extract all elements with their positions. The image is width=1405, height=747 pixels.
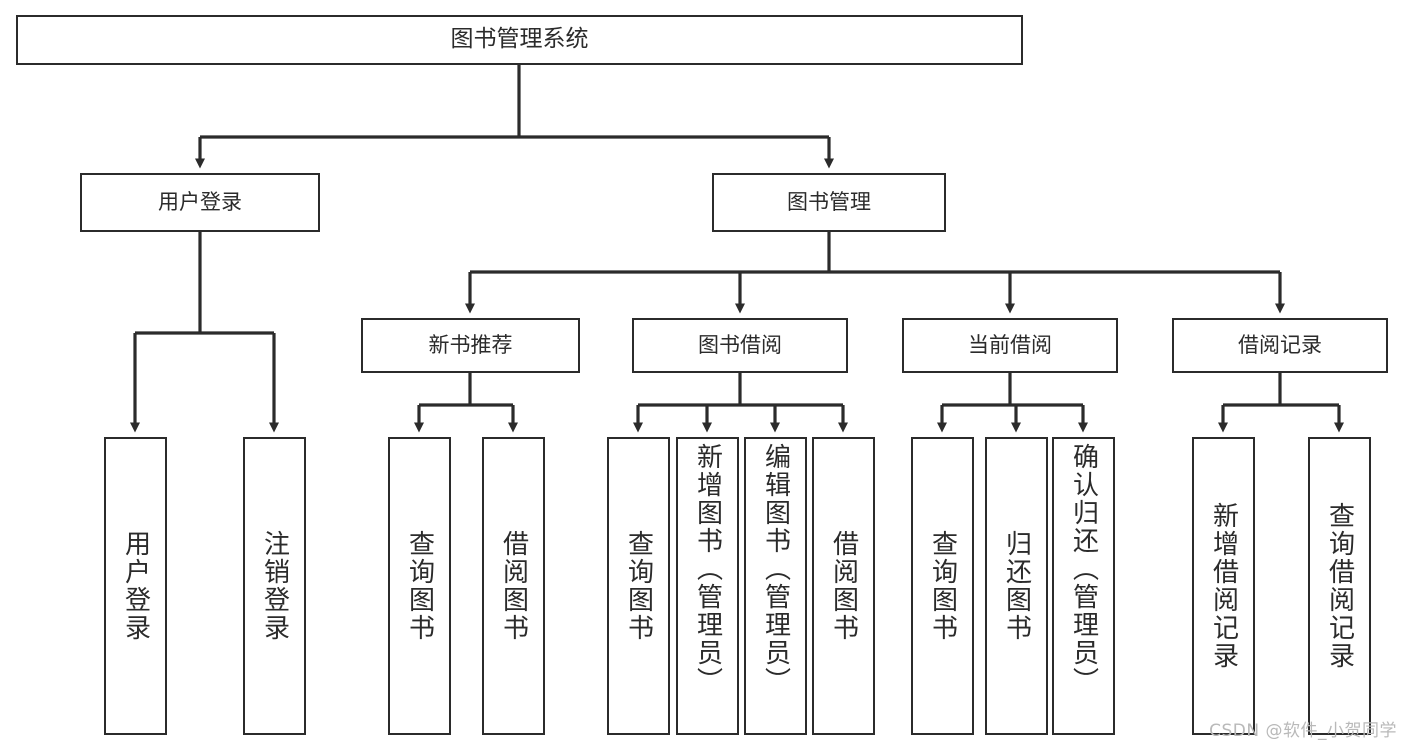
node-borrow-records-label: 借阅记录 [1238,332,1322,357]
node-current-borrow-label: 当前借阅 [968,332,1052,357]
node-leaf-label: 查询图书 [404,530,435,642]
node-leaf-label: 新增图书（管理员） [692,443,723,695]
node-book-management-label: 图书管理 [787,189,871,214]
node-leaf-label: 查询借阅记录 [1324,502,1355,670]
node-leaf-label: 用户登录 [120,530,151,642]
node-leaf-query-book-current[interactable]: 查询图书 [911,437,974,735]
node-leaf-borrow-book-new[interactable]: 借阅图书 [482,437,545,735]
node-book-borrow-label: 图书借阅 [698,332,782,357]
node-leaf-label: 查询图书 [927,530,958,642]
node-leaf-label: 新增借阅记录 [1208,502,1239,670]
node-leaf-logout[interactable]: 注销登录 [243,437,306,735]
node-leaf-add-book-admin[interactable]: 新增图书（管理员） [676,437,739,735]
node-leaf-label: 归还图书 [1001,530,1032,642]
node-book-borrow[interactable]: 图书借阅 [632,318,848,373]
node-leaf-label: 确认归还（管理员） [1068,443,1099,695]
node-borrow-records[interactable]: 借阅记录 [1172,318,1388,373]
node-leaf-user-login[interactable]: 用户登录 [104,437,167,735]
node-leaf-confirm-return-admin[interactable]: 确认归还（管理员） [1052,437,1115,735]
node-new-book-recommend-label: 新书推荐 [428,332,513,357]
node-user-login[interactable]: 用户登录 [80,173,320,232]
node-leaf-add-borrow-record[interactable]: 新增借阅记录 [1192,437,1255,735]
node-book-management[interactable]: 图书管理 [712,173,946,232]
node-leaf-label: 借阅图书 [828,530,859,642]
node-leaf-label: 编辑图书（管理员） [760,443,791,695]
node-new-book-recommend[interactable]: 新书推荐 [361,318,580,373]
node-leaf-query-borrow-record[interactable]: 查询借阅记录 [1308,437,1371,735]
node-leaf-label: 注销登录 [259,530,290,642]
node-leaf-label: 查询图书 [623,530,654,642]
node-leaf-edit-book-admin[interactable]: 编辑图书（管理员） [744,437,807,735]
node-leaf-label: 借阅图书 [498,530,529,642]
node-leaf-query-book-borrow[interactable]: 查询图书 [607,437,670,735]
node-current-borrow[interactable]: 当前借阅 [902,318,1118,373]
node-leaf-return-book[interactable]: 归还图书 [985,437,1048,735]
node-leaf-borrow-book[interactable]: 借阅图书 [812,437,875,735]
csdn-watermark: CSDN @软件_小贺同学 [1209,721,1397,741]
node-root-label: 图书管理系统 [450,26,589,53]
node-leaf-query-book-new[interactable]: 查询图书 [388,437,451,735]
node-root-system[interactable]: 图书管理系统 [16,15,1023,65]
node-user-login-label: 用户登录 [158,189,242,214]
